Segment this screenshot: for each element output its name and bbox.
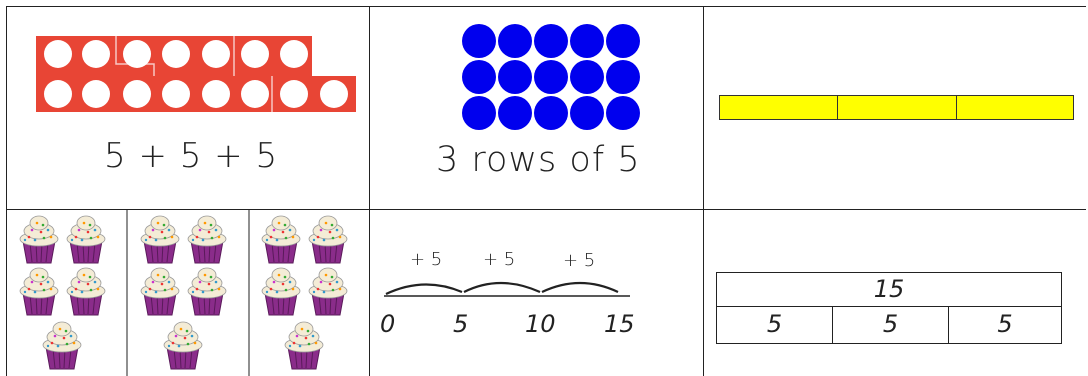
jump-arc — [464, 283, 540, 292]
number-line — [380, 270, 640, 300]
jump-label: + 5 — [563, 250, 595, 271]
tick-label: 5 — [453, 310, 468, 338]
jump-arc — [386, 284, 462, 294]
repeated-addition-caption: 5 + 5 + 5 — [104, 136, 278, 176]
tens-frame-strip — [36, 36, 360, 112]
bar-segment-divider — [956, 96, 957, 119]
bar-model-part: 5 — [833, 307, 949, 343]
bar-model-parts: 5 5 5 — [716, 306, 1062, 344]
bar-model-whole: 15 — [716, 272, 1062, 307]
dot-array — [460, 22, 642, 132]
bar-model-total: 15 — [717, 275, 1061, 303]
bar-segment-divider — [837, 96, 838, 119]
grid-divider-1 — [369, 6, 370, 376]
yellow-bar — [719, 95, 1074, 120]
jump-label: + 5 — [483, 249, 515, 270]
jump-label: + 5 — [410, 249, 442, 270]
grid-divider-2 — [703, 6, 704, 376]
bar-model-part: 5 — [717, 307, 833, 343]
tick-label: 15 — [604, 310, 635, 338]
jump-arc — [542, 283, 618, 292]
tick-label: 0 — [380, 310, 395, 338]
cupcake-groups — [6, 209, 368, 376]
bar-model-part: 5 — [949, 307, 1061, 343]
array-caption: 3 rows of 5 — [436, 140, 641, 180]
tick-label: 10 — [525, 310, 556, 338]
grid-top — [6, 6, 1086, 7]
